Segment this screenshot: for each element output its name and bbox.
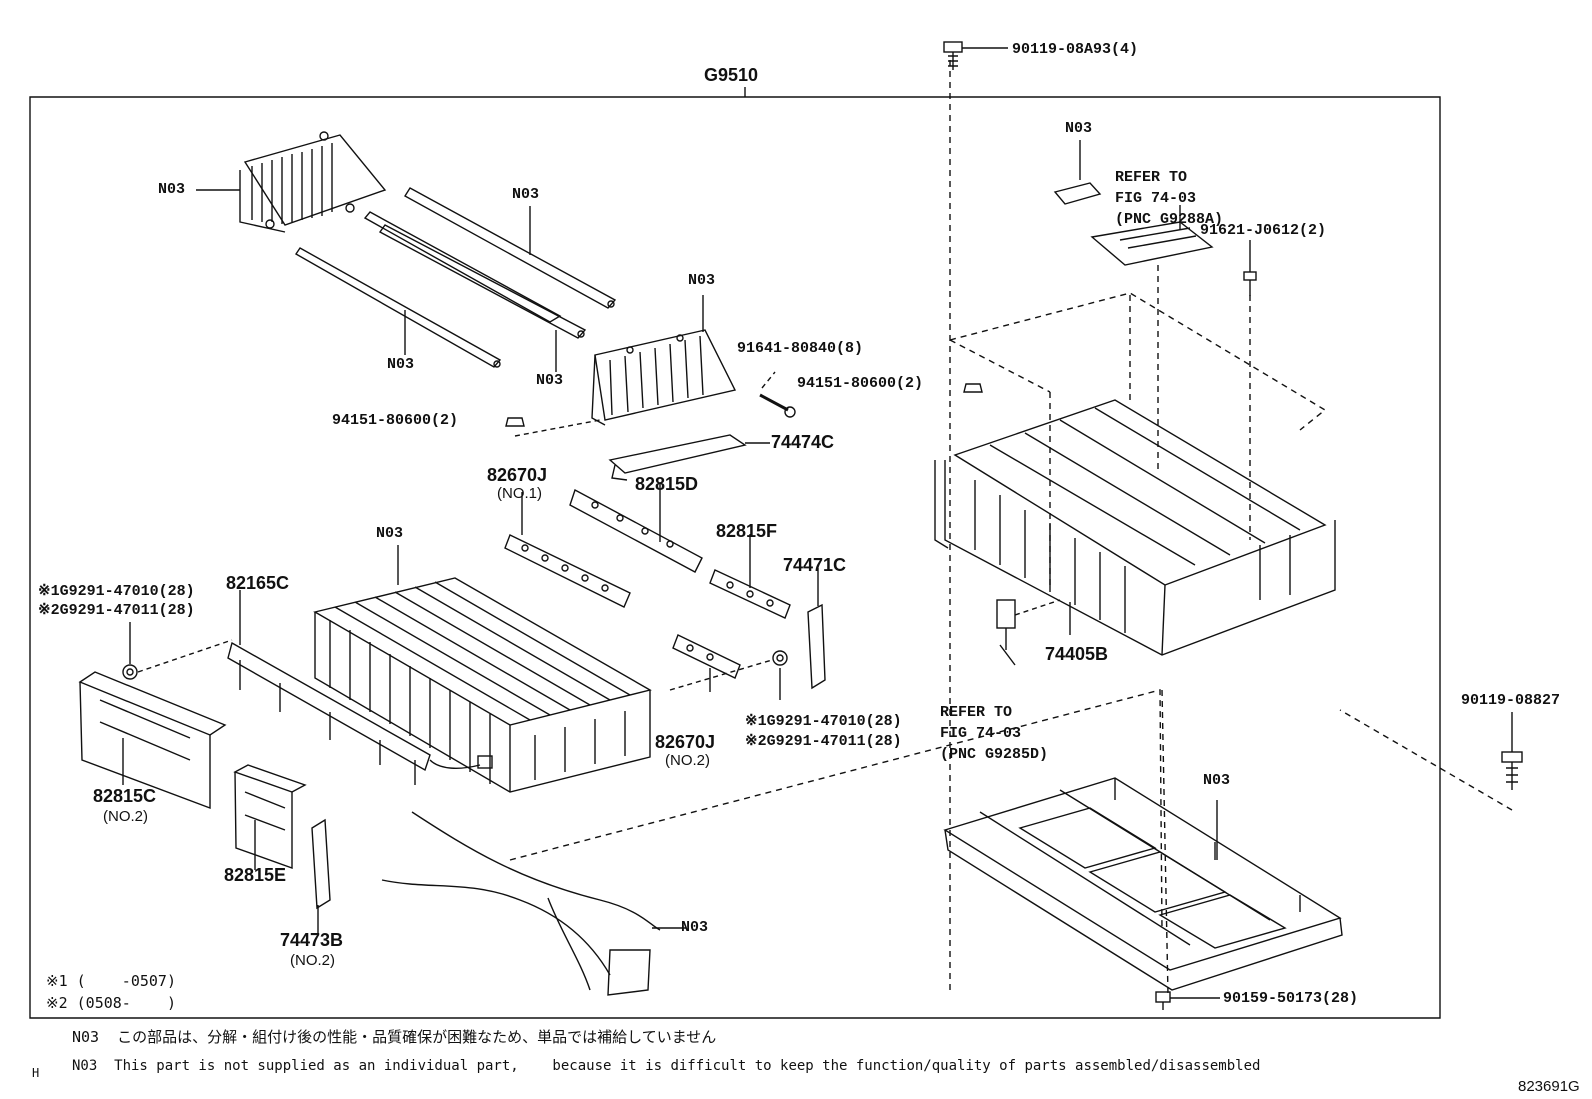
footnote-japanese: N03 この部品は、分解・組付け後の性能・品質確保が困難なため、単品では補給して… [72, 1028, 717, 1046]
bolt-90159-icon [1155, 991, 1171, 1010]
label-74471C[interactable]: 74471C [783, 555, 847, 575]
wire-harness-drawing [381, 755, 661, 996]
label-91621-J0612[interactable]: 91621-J0612(2) [1200, 222, 1327, 239]
label-n03-plate[interactable]: N03 [1065, 120, 1093, 137]
label-82670J-no2[interactable]: 82670J [655, 732, 716, 752]
label-82815E[interactable]: 82815E [224, 865, 287, 885]
nut-g9291-left-icon [122, 664, 138, 680]
label-n03-rod-top[interactable]: N03 [512, 186, 540, 203]
clip-74474C-drawing [608, 434, 747, 481]
busbar-82815D-drawing [569, 488, 703, 573]
busbar-82815F-drawing [709, 569, 791, 619]
cover-82815E-drawing [233, 764, 307, 869]
label-94151-80600-right[interactable]: 94151-80600(2) [797, 375, 924, 392]
legend-line-2: ※2 (0508- ) [46, 994, 176, 1012]
label-n03-cells[interactable]: N03 [376, 525, 404, 542]
label-82815F[interactable]: 82815F [716, 521, 778, 541]
screw-91621-icon [1243, 271, 1257, 296]
label-90119-08A93[interactable]: 90119-08A93(4) [1012, 41, 1139, 58]
label-82670J-no2-sub: (NO.2) [665, 752, 710, 769]
upper-case-74405B-drawing [934, 399, 1336, 656]
battery-module-stack-drawing [313, 577, 652, 793]
label-n03-filter[interactable]: N03 [158, 181, 186, 198]
label-74473B[interactable]: 74473B [280, 930, 344, 950]
label-82815C[interactable]: 82815C [93, 786, 157, 806]
holder-82165C-drawing [227, 641, 431, 785]
label-74405B[interactable]: 74405B [1045, 644, 1109, 664]
label-n03-rod-mid[interactable]: N03 [536, 372, 564, 389]
label-82815C-sub: (NO.2) [103, 808, 148, 825]
label-90119-08827[interactable]: 90119-08827 [1461, 692, 1561, 709]
assembly-code: G9510 [704, 65, 759, 85]
label-74473B-sub: (NO.2) [290, 952, 335, 969]
label-n03-bracket[interactable]: N03 [688, 272, 716, 289]
legend-line-1: ※1 ( -0507) [46, 972, 176, 990]
nut-g9291-right-icon [772, 650, 788, 666]
label-94151-80600-left[interactable]: 94151-80600(2) [332, 412, 459, 429]
cover-74471C-drawing [807, 603, 826, 690]
nut-94151-right-icon [963, 383, 983, 393]
label-n03-harness[interactable]: N03 [681, 919, 709, 936]
cover-82815C-drawing [78, 671, 227, 810]
bolt-91641-icon [759, 393, 796, 418]
tie-rods-drawing [295, 187, 617, 368]
label-91641-80840[interactable]: 91641-80840(8) [737, 340, 864, 357]
bolt-90119-08827-icon [1501, 751, 1523, 790]
label-n03-rod-left[interactable]: N03 [387, 356, 415, 373]
label-74474C[interactable]: 74474C [771, 432, 835, 452]
label-nut-left-1[interactable]: ※1G9291-47010(28) [38, 583, 195, 600]
label-82165C[interactable]: 82165C [226, 573, 290, 593]
cover-74473B-drawing [311, 818, 331, 910]
busbar-82670J-no2-drawing [672, 634, 741, 679]
nut-94151-left-icon [505, 417, 525, 427]
upper-bracket-drawing [591, 329, 737, 426]
service-plug-drawing [996, 599, 1016, 650]
bolt-90119-08A93-icon [943, 41, 963, 70]
busbar-82670J-no1-drawing [504, 534, 631, 608]
label-nut-left-2[interactable]: ※2G9291-47011(28) [38, 602, 195, 619]
lower-tray-drawing [943, 777, 1343, 991]
assembly-frame [29, 96, 1441, 1019]
label-90159-50173[interactable]: 90159-50173(28) [1223, 990, 1359, 1007]
caution-label-drawing [1090, 221, 1214, 266]
label-82670J-no1-sub: (NO.1) [497, 485, 542, 502]
label-82815D[interactable]: 82815D [635, 474, 699, 494]
label-plate-drawing [1053, 182, 1102, 205]
label-n03-tray[interactable]: N03 [1203, 772, 1231, 789]
filter-cover-drawing [239, 131, 387, 233]
figure-id: 823691G [1518, 1078, 1580, 1095]
label-82670J-no1[interactable]: 82670J [487, 465, 548, 485]
corner-mark: H [32, 1066, 40, 1080]
footnote-english: N03 This part is not supplied as an indi… [72, 1058, 1261, 1074]
label-nut-right-2[interactable]: ※2G9291-47011(28) [745, 733, 902, 750]
label-nut-right-1[interactable]: ※1G9291-47010(28) [745, 713, 902, 730]
